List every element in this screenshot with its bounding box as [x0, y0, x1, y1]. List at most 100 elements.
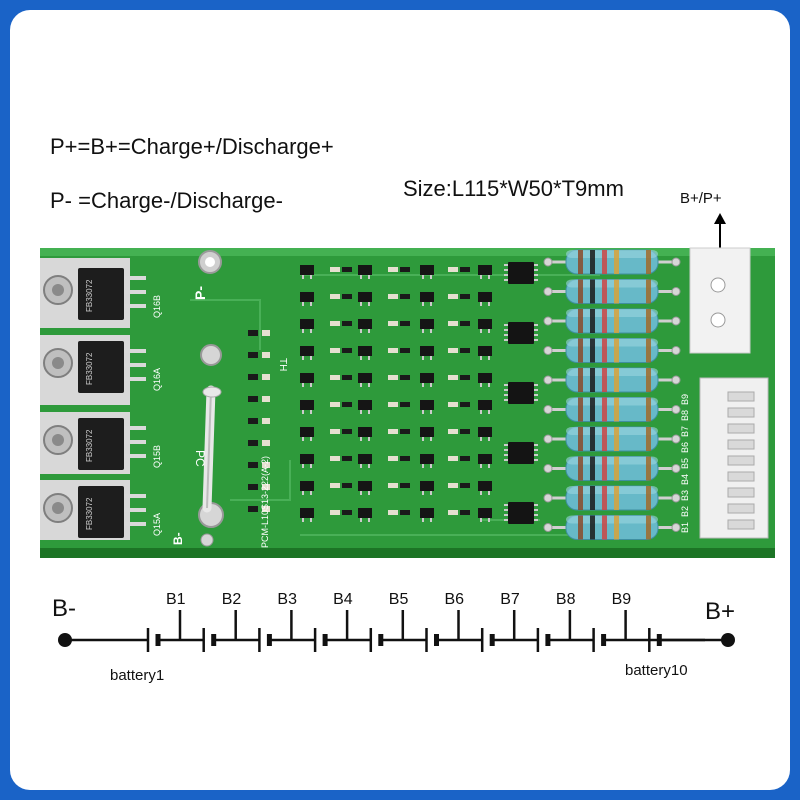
smd-resistor — [448, 267, 458, 272]
smd-transistor — [478, 319, 492, 329]
ic-chip — [504, 262, 538, 284]
smd-resistor — [388, 456, 398, 461]
mosfet-ref: Q15A — [152, 513, 162, 536]
silk-model: PCM-L10S13-222(A-2) — [260, 456, 270, 548]
mosfet-code: FB33072 — [85, 429, 94, 462]
ic-chips — [504, 262, 538, 524]
smd-transistor — [358, 319, 372, 329]
terminal-callout-label: B+/P+ — [680, 190, 722, 207]
smd-transistor — [358, 265, 372, 275]
tap-label: B7 — [500, 591, 520, 608]
smd-transistor — [420, 373, 434, 383]
resistor — [543, 456, 681, 481]
smd-part — [248, 440, 258, 446]
smd-transistor — [420, 454, 434, 464]
smd-transistor — [420, 400, 434, 410]
smd-resistor — [330, 375, 340, 380]
connector-pin — [727, 423, 755, 434]
ic-chip — [504, 442, 538, 464]
connector-pin — [727, 503, 755, 514]
smd-transistor — [358, 346, 372, 356]
connector-pin — [727, 487, 755, 498]
tap-label: B2 — [221, 591, 242, 608]
resistor — [543, 397, 681, 422]
resistor — [543, 485, 681, 511]
smd-resistor — [448, 294, 458, 299]
resistor — [543, 279, 681, 304]
mosfet: FB33072 Q15B — [43, 418, 162, 470]
smd-resistor — [448, 483, 458, 488]
smd-transistor — [300, 373, 314, 383]
smd-resistor — [388, 402, 398, 407]
smd-resistor — [388, 267, 398, 272]
smd-transistor — [420, 481, 434, 491]
mosfet-ref: Q16B — [152, 295, 162, 318]
mosfet-ref: Q15B — [152, 445, 162, 468]
note-board-size: Size:L115*W50*T9mm — [403, 176, 624, 201]
smd-resistor — [330, 294, 340, 299]
note-positive-terminal: P+=B+=Charge+/Discharge+ — [50, 134, 334, 159]
smd-transistor — [420, 346, 434, 356]
smd-resistor — [330, 267, 340, 272]
smd-transistor — [478, 481, 492, 491]
smd-transistor — [358, 454, 372, 464]
smd-transistor — [300, 508, 314, 518]
ic-chip — [504, 322, 538, 344]
tap-label: B4 — [333, 591, 353, 608]
smd-transistor — [300, 319, 314, 329]
smd-transistor — [300, 400, 314, 410]
tap-label: B8 — [555, 591, 576, 608]
mosfet-code: FB33072 — [85, 279, 94, 312]
smd-resistor — [388, 429, 398, 434]
smd-part — [248, 330, 258, 336]
smd-part — [248, 396, 258, 402]
smd-transistor — [420, 427, 434, 437]
connector-pin — [727, 439, 755, 450]
smd-resistor — [330, 510, 340, 515]
smd-transistor — [358, 373, 372, 383]
smd-resistor — [448, 456, 458, 461]
smd-transistor — [420, 292, 434, 302]
connector-pin-label: B4 — [680, 474, 690, 485]
silk-p-minus: P- — [192, 286, 208, 300]
caption-battery10: battery10 — [625, 662, 688, 679]
smd-part — [248, 374, 258, 380]
smd-transistor — [478, 454, 492, 464]
smd-transistor — [478, 508, 492, 518]
smd-resistor — [330, 348, 340, 353]
connector-pin-label: B3 — [680, 490, 690, 501]
smd-part — [248, 462, 258, 468]
smd-resistor — [388, 483, 398, 488]
balance-connector — [699, 377, 769, 539]
smd-transistor — [300, 265, 314, 275]
smd-transistor — [420, 508, 434, 518]
silk-b-minus: B- — [171, 532, 185, 545]
smd-transistor — [478, 346, 492, 356]
smd-transistor — [300, 346, 314, 356]
smd-transistor — [478, 427, 492, 437]
smd-part — [248, 418, 258, 424]
smd-transistor — [300, 292, 314, 302]
smd-part — [248, 484, 258, 490]
connector-pin — [727, 455, 755, 466]
connector-pin — [727, 407, 755, 418]
resistor — [543, 308, 681, 334]
ic-chip — [504, 382, 538, 404]
smd-components — [248, 265, 492, 522]
smd-transistor — [358, 400, 372, 410]
smd-resistor — [448, 375, 458, 380]
resistor — [543, 515, 681, 540]
tap-label: B3 — [277, 591, 297, 608]
connector-pin-label: B8 — [680, 410, 690, 421]
mosfet-code: FB33072 — [85, 352, 94, 385]
smd-transistor — [420, 265, 434, 275]
connector-pin — [727, 471, 755, 482]
connector-pin-label: B9 — [680, 394, 690, 405]
smd-transistor — [478, 292, 492, 302]
connector-pin-label: B1 — [680, 522, 690, 533]
smd-resistor — [448, 510, 458, 515]
pc-wire-link — [198, 344, 224, 547]
caption-battery1: battery1 — [110, 667, 165, 684]
